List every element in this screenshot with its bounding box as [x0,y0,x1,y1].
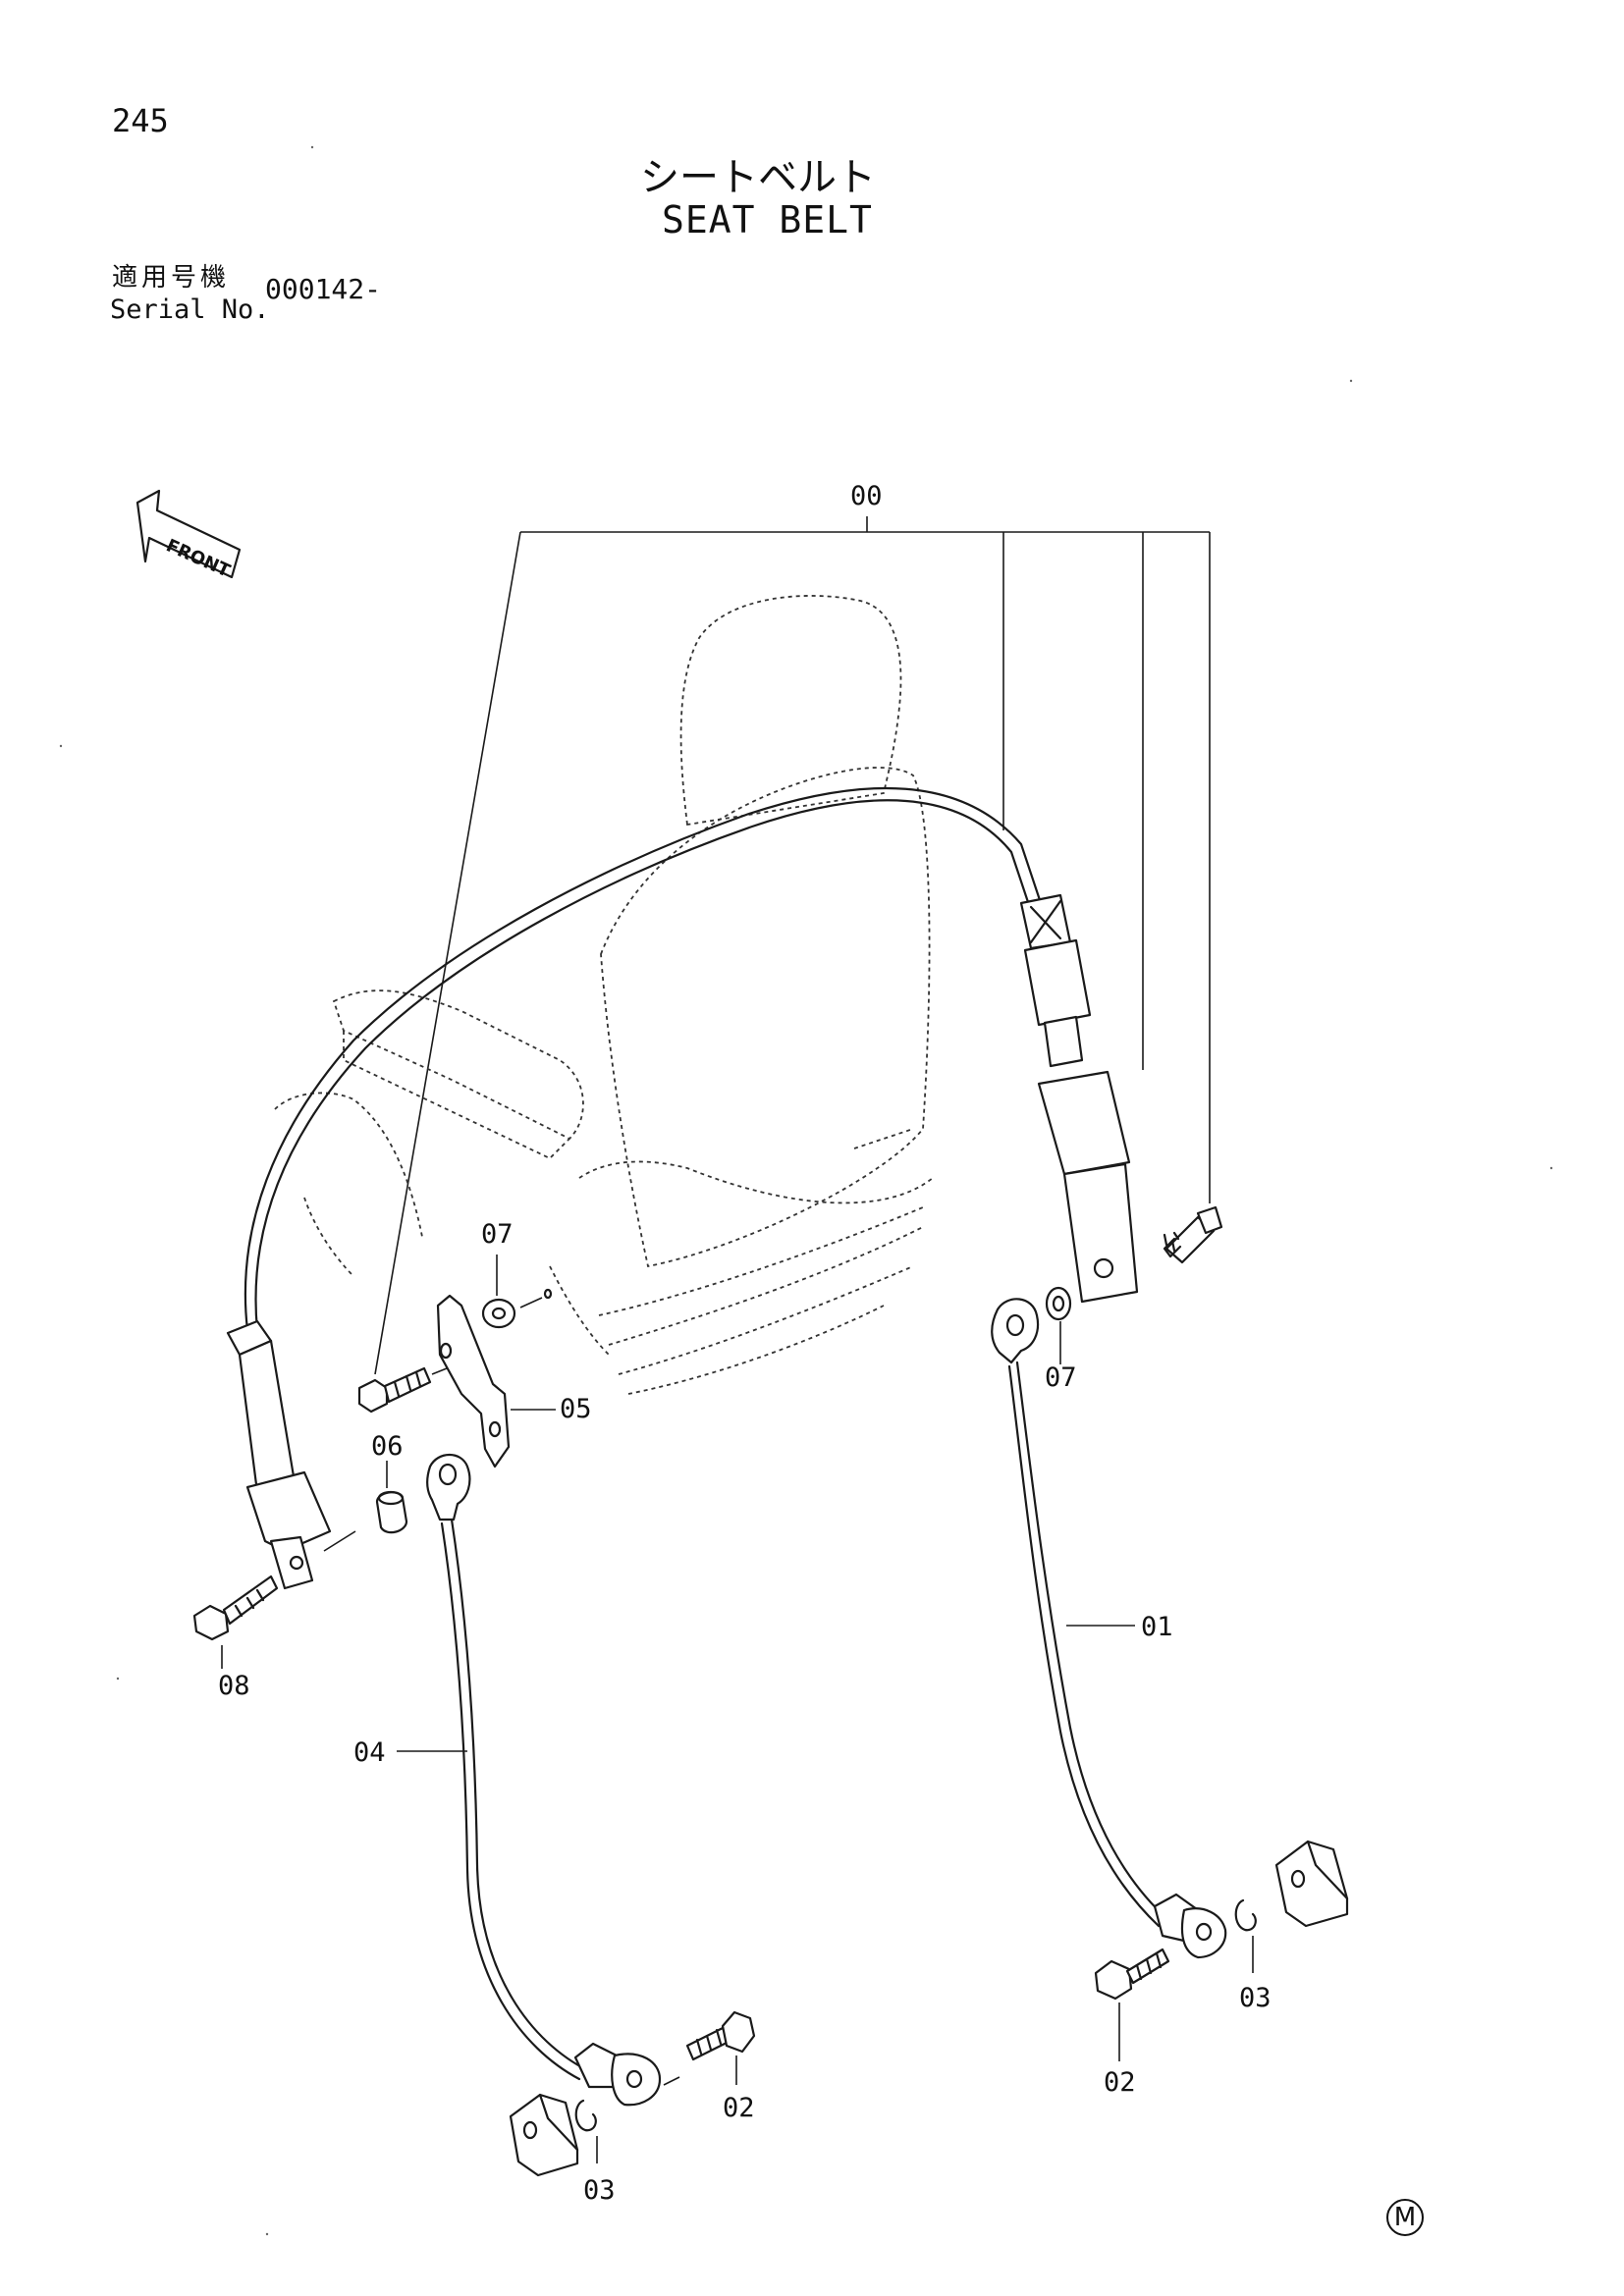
page-number: 245 [112,102,169,139]
bracket-05: 05 [436,1294,592,1468]
page-title-english: SEAT BELT [662,198,873,241]
spacer-06: 06 [323,1431,408,1552]
callout-08: 08 [218,1671,250,1701]
callout-06: 06 [371,1431,404,1462]
assembly-leader-00: 00 [374,481,1211,1375]
front-direction-arrow: FRONT [135,489,242,582]
bolt-mid-left [357,1365,453,1414]
bolt-upper-right [1163,1205,1223,1264]
page-title-japanese: シートベルト [640,155,876,200]
bolt-02-left: 02 [663,2010,756,2123]
callout-02-right: 02 [1104,2067,1136,2098]
callout-07-left: 07 [481,1219,514,1250]
callout-03-left: 03 [583,2175,616,2206]
callout-04: 04 [353,1737,386,1768]
buckle-assembly [1019,893,1139,1304]
washer-07-right: 07 [1045,1286,1077,1393]
washer-07-left: 07 [481,1219,553,1329]
tether-cable-04: 04 [353,1453,662,2107]
callout-02-left: 02 [723,2093,755,2123]
bolt-08: 08 [192,1575,279,1701]
mounting-block-left [509,2093,579,2177]
callout-03-right: 03 [1239,1983,1272,2013]
callout-05: 05 [560,1394,592,1424]
washer-03-left: 03 [574,2099,616,2206]
callout-01: 01 [1141,1612,1173,1642]
callout-07-right: 07 [1045,1362,1077,1393]
tether-cable-01: 01 [991,1298,1227,1959]
washer-03-right: 03 [1234,1898,1272,2013]
operator-seat-phantom [274,595,934,1395]
shoulder-belt [226,786,1043,1590]
serial-number-value: 000142- [265,273,382,305]
scan-specks [59,145,1553,2236]
serial-label-english: Serial No. [110,294,270,325]
serial-label-japanese: 適用号機 [112,263,231,293]
manual-mark-symbol: M [1386,2199,1424,2236]
mounting-block-right [1274,1840,1349,1928]
callout-00: 00 [850,481,883,511]
bolt-02-right: 02 [1094,1948,1170,2098]
